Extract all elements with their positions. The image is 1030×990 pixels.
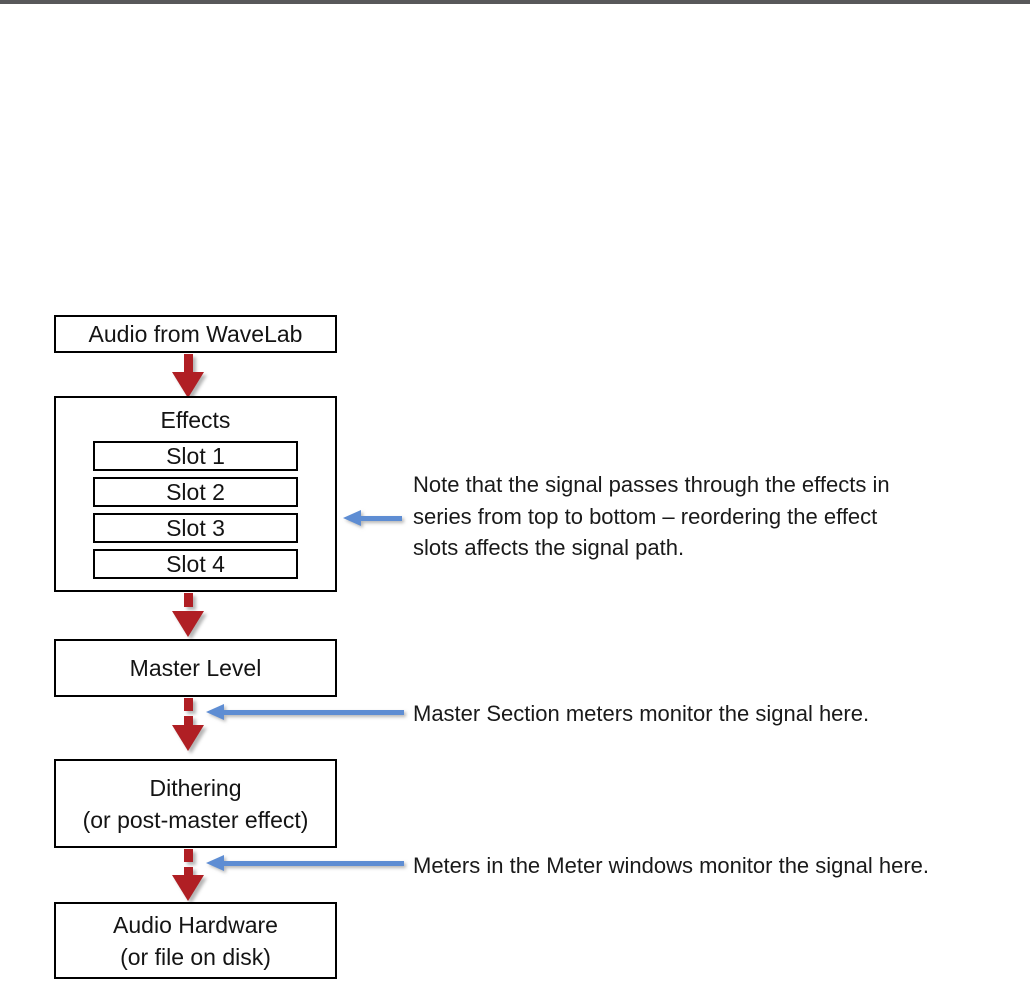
effects-slot-1: Slot 1 bbox=[93, 441, 298, 471]
arrow-stem bbox=[183, 867, 193, 875]
flow-box-audio-hardware: Audio Hardware (or file on disk) bbox=[54, 902, 337, 979]
arrow-stem bbox=[183, 698, 193, 711]
flow-box-dithering: Dithering (or post-master effect) bbox=[54, 759, 337, 848]
callout-arrow-head bbox=[206, 855, 224, 871]
annotation-effects-note-line3: slots affects the signal path. bbox=[413, 535, 685, 560]
flow-box-audio-hardware-line2: (or file on disk) bbox=[120, 943, 271, 970]
annotation-effects-note-line1: Note that the signal passes through the … bbox=[413, 472, 890, 497]
callout-arrow-shaft bbox=[224, 860, 404, 866]
arrow-stem bbox=[183, 849, 193, 862]
effects-slot-2: Slot 2 bbox=[93, 477, 298, 507]
arrow-stem bbox=[183, 716, 193, 725]
callout-left-arrow-icon bbox=[206, 855, 404, 871]
down-arrow-dashed-icon bbox=[171, 698, 205, 751]
flow-box-audio-source-label: Audio from WaveLab bbox=[88, 321, 303, 347]
effects-slot-3: Slot 3 bbox=[93, 513, 298, 543]
arrow-head bbox=[172, 875, 204, 901]
down-arrow-icon bbox=[171, 593, 205, 637]
callout-arrow-head bbox=[343, 510, 361, 526]
down-arrow-icon bbox=[171, 354, 205, 398]
flow-box-dithering-line2: (or post-master effect) bbox=[82, 806, 309, 833]
flow-box-dithering-line1: Dithering bbox=[149, 774, 242, 801]
effects-slot-4: Slot 4 bbox=[93, 549, 298, 579]
annotation-master-meters: Master Section meters monitor the signal… bbox=[413, 701, 870, 726]
arrow-head bbox=[172, 725, 204, 751]
callout-arrow-shaft bbox=[361, 515, 402, 521]
arrow-head bbox=[172, 372, 204, 398]
flow-box-master-level: Master Level bbox=[54, 639, 337, 697]
flow-box-audio-source: Audio from WaveLab bbox=[54, 315, 337, 353]
annotation-effects-note-line2: series from top to bottom – reordering t… bbox=[413, 503, 878, 529]
annotation-effects-note: Note that the signal passes through the … bbox=[413, 469, 890, 564]
flow-box-master-level-label: Master Level bbox=[129, 655, 262, 681]
page-top-rule bbox=[0, 0, 1030, 4]
callout-arrow-shaft bbox=[224, 709, 404, 715]
effects-title: Effects bbox=[160, 407, 231, 433]
callout-left-arrow-icon bbox=[343, 510, 402, 526]
flow-box-effects: Effects Slot 1 Slot 2 Slot 3 Slot 4 bbox=[54, 396, 337, 592]
callout-arrow-head bbox=[206, 704, 224, 720]
down-arrow-dashed-icon bbox=[171, 849, 205, 901]
arrow-stem bbox=[183, 354, 193, 372]
arrow-head bbox=[172, 611, 204, 637]
arrow-stem bbox=[183, 593, 193, 607]
flow-box-audio-hardware-line1: Audio Hardware bbox=[113, 911, 278, 938]
callout-left-arrow-icon bbox=[206, 704, 404, 720]
annotation-meter-windows: Meters in the Meter windows monitor the … bbox=[413, 853, 930, 878]
